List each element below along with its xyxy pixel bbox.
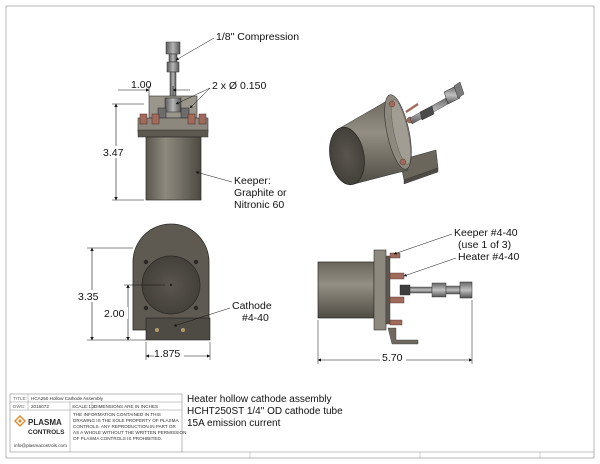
tb-email[interactable]: info@plasmacontrols.com (14, 443, 67, 448)
tb-notice-1: DRAWING IS THE SOLE PROPERTY OF PLASMA (73, 418, 179, 423)
callout-compression: 1/8" Compression (216, 31, 299, 43)
end-dimensions: 3.35 2.00 1.875 Cathode #4-40 (76, 247, 272, 360)
side-view (317, 249, 473, 345)
side-dimensions: 5.70 Keeper #4-40 (use 1 of 3) Heater #4… (317, 227, 519, 364)
callout-keeper-side-2: (use 1 of 3) (458, 239, 511, 251)
tb-dwg-value: 2016072 (31, 404, 49, 409)
tb-notice-0: THE INFORMATION CONTAINED IN THIS (73, 412, 161, 417)
logo-line2: CONTROLS (28, 429, 65, 436)
dim-height-front: 3.47 (103, 147, 124, 159)
logo-line1: PLASMA (28, 418, 62, 427)
title-block: TITLE: HCA250 Hollow Cathode Assembly DW… (9, 393, 186, 453)
dim-length-side: 5.70 (382, 352, 403, 364)
front-dimensions: 1.00 3.47 1/8" Compression 2 x Ø 0.150 K… (100, 31, 299, 211)
callout-cathode-1: Cathode (232, 300, 272, 312)
tb-notice-4: OF PLASMA CONTROLS IS PROHIBITED. (73, 436, 162, 441)
dim-width-top: 1.00 (131, 79, 152, 91)
description-line1: Heater hollow cathode assembly (187, 394, 332, 405)
iso-view (329, 81, 465, 186)
tb-scale: SCALE:1:2 (72, 404, 95, 409)
callout-keeper-3: Nitronic 60 (234, 199, 284, 211)
description-line3: 15A emission current (187, 418, 281, 429)
dim-height-axis: 2.00 (104, 308, 125, 320)
callout-holes: 2 x Ø 0.150 (212, 80, 266, 92)
callout-heater: Heater #4-40 (458, 251, 519, 263)
tb-title-value: HCA250 Hollow Cathode Assembly (31, 396, 104, 401)
description: Heater hollow cathode assembly HCHT250ST… (187, 394, 343, 429)
tb-dwg-label: DWG: (13, 404, 26, 409)
sheet-border (5, 5, 595, 459)
callout-keeper-side-1: Keeper #4-40 (454, 227, 518, 239)
callout-keeper-1: Keeper: (234, 175, 271, 187)
tb-units: DIMENSIONS ARE IN INCHES (94, 404, 158, 409)
tb-notice-2: CONTROLS. ANY REPRODUCTION IN PART OR (73, 424, 176, 429)
end-view (132, 223, 211, 341)
tb-title-label: TITLE: (13, 396, 27, 401)
plasma-controls-logo: PLASMA CONTROLS (14, 415, 65, 436)
front-view (137, 41, 209, 201)
dim-width-bottom: 1.875 (154, 348, 180, 360)
callout-keeper-2: Graphite or (234, 187, 287, 199)
dim-height-total: 3.35 (78, 291, 99, 303)
tb-notice-3: AS A WHOLE WITHOUT THE WRITTEN PERMISSIO… (73, 430, 186, 435)
callout-cathode-2: #4-40 (242, 312, 269, 324)
description-line2: HCHT250ST 1/4" OD cathode tube (187, 406, 343, 417)
